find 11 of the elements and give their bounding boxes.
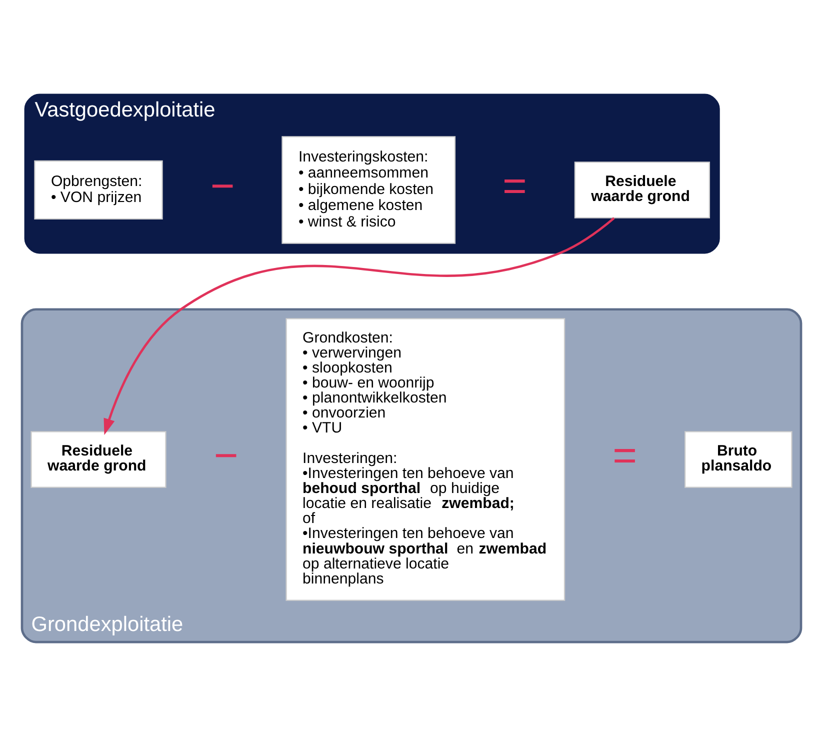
node-box: Investeringskosten: • aanneemsommen • bijkomende kosten • algemene kosten • winst & risico bbox=[282, 136, 456, 244]
node-box: Grondkosten: • verwervingen • sloopkosten • bouw- en woonrijp • planontwikkelkosten • onvoorzien • VTU Investeringen: •Investeringen ten behoeve van behoud sporthal op huidige locatie en realisatie zwembad; of •Investeringen ten behoeve van nieuwbouw sporthal en zwembad op alternatieve locatie binnenplans bbox=[286, 318, 566, 601]
arrow bbox=[104, 217, 615, 435]
node-box: Residuele waarde grond bbox=[574, 162, 710, 218]
node-box: Bruto plansaldo bbox=[684, 431, 792, 488]
label: − bbox=[214, 432, 238, 479]
label: − bbox=[210, 162, 235, 210]
node-box: Residuele waarde grond bbox=[30, 431, 166, 488]
label: = bbox=[612, 432, 637, 479]
label: = bbox=[502, 162, 527, 210]
node-box: Opbrengsten: • VON prijzen bbox=[34, 160, 163, 220]
